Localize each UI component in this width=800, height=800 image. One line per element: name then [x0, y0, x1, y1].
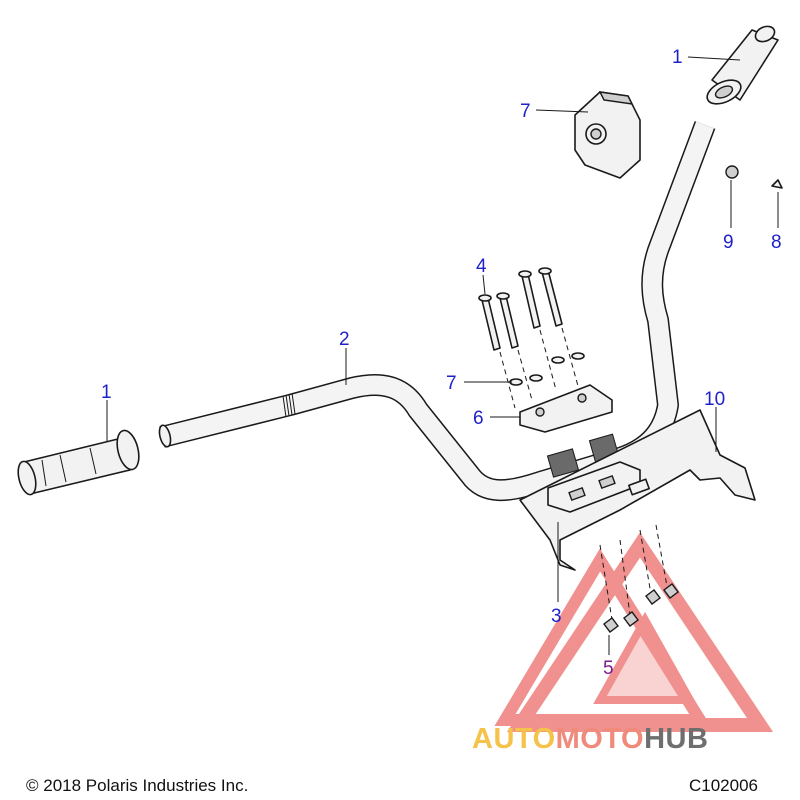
switch-housing	[574, 91, 641, 179]
callout-handlebar: 2	[339, 329, 350, 350]
watermark-triangle-mid	[494, 548, 711, 726]
watermark-logo	[494, 532, 774, 732]
callout-clamp-base: 3	[551, 606, 562, 627]
callout-switch-housing: 7	[520, 101, 531, 122]
grip-left	[17, 429, 140, 496]
nut	[725, 165, 739, 179]
clamp-cap	[519, 384, 613, 433]
svg-text:AUTOMOTOHUB: AUTOMOTOHUB	[472, 723, 708, 755]
callout-bolts: 4	[476, 256, 487, 277]
callout-nut: 9	[723, 232, 734, 253]
knurl-left	[282, 392, 296, 418]
callout-clamp-cap: 6	[473, 408, 484, 429]
callout-bracket: 10	[704, 389, 725, 410]
callout-grip-right: 1	[672, 47, 683, 68]
watermark-triangle-inner	[593, 611, 697, 704]
bolts	[478, 267, 579, 409]
washers	[509, 352, 585, 386]
leader-lines	[106, 56, 779, 655]
callout-nuts-lower: 5	[603, 658, 614, 679]
handlebar	[158, 121, 716, 502]
callout-labels: 1 7 9 8 4 2 1 7 6 10 3 5	[101, 47, 782, 679]
callout-grip-left: 1	[101, 382, 112, 403]
bracket	[519, 409, 756, 571]
diagram-code: C102006	[688, 776, 758, 795]
nuts-lower	[599, 524, 679, 633]
watermark-text: AUTOMOTOHUB	[472, 723, 708, 755]
grip-right	[706, 25, 779, 105]
callout-washers: 7	[446, 373, 457, 394]
watermark-brand-moto: MOTO	[556, 723, 644, 755]
watermark-brand-auto: AUTO	[472, 723, 556, 755]
pin	[771, 179, 783, 189]
callout-pin: 8	[771, 232, 782, 253]
copyright-text: © 2018 Polaris Industries Inc.	[26, 776, 249, 795]
watermark-brand-hub: HUB	[644, 723, 708, 755]
